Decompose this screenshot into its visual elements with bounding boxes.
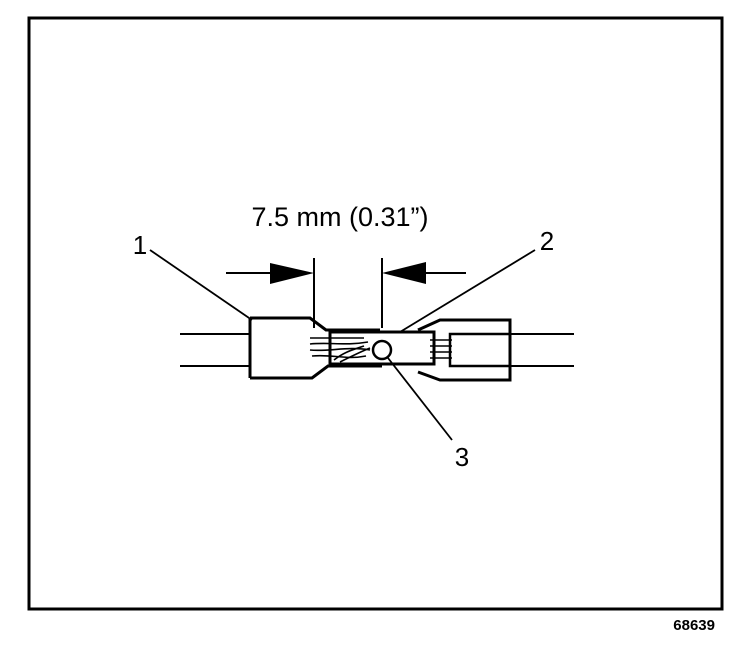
callout-3-leader (387, 357, 453, 441)
callout-2-number: 2 (540, 226, 554, 256)
dimension-label: 7.5 mm (0.31”) (251, 202, 428, 232)
conductor-strands-left (309, 337, 371, 363)
inspection-hole (371, 339, 393, 361)
splice-crimp-barrel (328, 330, 436, 366)
conductor-strands-right (430, 339, 452, 359)
figure-frame (27, 16, 724, 611)
callout-1-leader (149, 249, 253, 321)
wire-left (180, 333, 250, 367)
dimension-arrow-right (382, 262, 466, 284)
heat-shrink-sleeve-left (248, 316, 382, 380)
dimension-arrow-left (226, 263, 314, 284)
callout-1: 1 (133, 230, 253, 321)
figure-number: 68639 (673, 617, 715, 634)
heat-shrink-sleeve-right (417, 318, 512, 382)
callout-1-number: 1 (133, 230, 147, 260)
callout-3-number: 3 (455, 442, 469, 472)
callout-2-leader (399, 249, 536, 333)
callout-2: 2 (399, 226, 554, 333)
callout-3: 3 (387, 357, 469, 472)
wire-right (510, 333, 574, 367)
